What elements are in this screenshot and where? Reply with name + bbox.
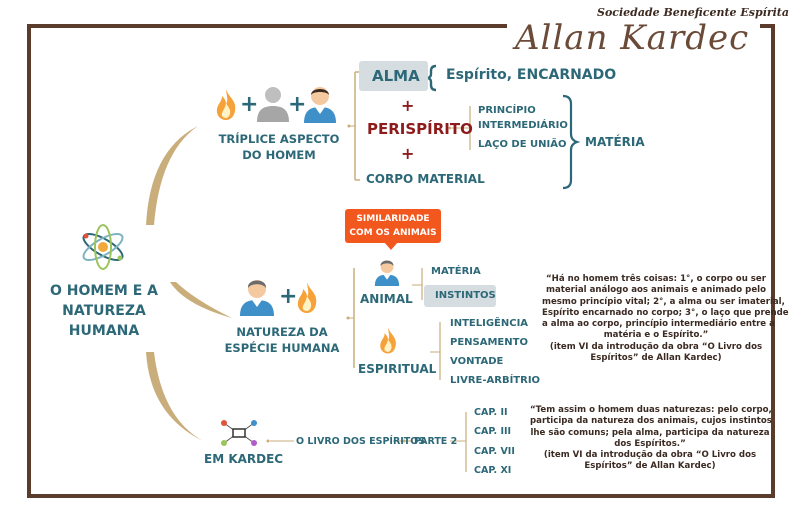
cap-ii: CAP. II bbox=[474, 407, 508, 418]
plus-sign-2: + bbox=[288, 92, 307, 117]
quote-duas-naturezas: “Tem assim o homem duas naturezas: pelo … bbox=[530, 405, 772, 472]
alma-box bbox=[359, 61, 428, 91]
espiritual-item-pensamento: PENSAMENTO bbox=[450, 337, 528, 348]
animal-label: ANIMAL bbox=[360, 292, 413, 306]
instintos-box bbox=[424, 285, 496, 307]
cap-iii: CAP. III bbox=[474, 426, 512, 437]
quote-tres-coisas: “Há no homem três coisas: 1°, o corpo ou… bbox=[542, 274, 789, 364]
person-grey-icon bbox=[257, 87, 289, 122]
similaridade-callout bbox=[345, 209, 441, 243]
livro-label: O LIVRO DOS ESPÍRITOS bbox=[296, 436, 426, 447]
espiritual-item-vontade: VONTADE bbox=[450, 356, 504, 367]
alma-description: Espírito, ENCARNADO bbox=[446, 67, 617, 83]
materia-label: MATÉRIA bbox=[585, 135, 645, 149]
corpo-label: CORPO MATERIAL bbox=[366, 172, 485, 186]
cap-vii: CAP. VII bbox=[474, 446, 515, 457]
plus-sign: + bbox=[240, 92, 259, 117]
brand-logo-text: Allan Kardec bbox=[515, 18, 750, 58]
animal-item-instintos: INSTINTOS bbox=[435, 290, 496, 301]
flame-icon-3 bbox=[380, 327, 396, 354]
animal-item-materia: MATÉRIA bbox=[431, 266, 481, 277]
person-icon bbox=[304, 87, 336, 123]
frame-top-border-right bbox=[760, 24, 775, 28]
brand-subtitle: Sociedade Beneficente Espírita bbox=[597, 6, 790, 19]
espiritual-item-livre-arbitrio: LIVRE-ARBÍTRIO bbox=[450, 375, 541, 386]
espiritual-item-inteligencia: INTELIGÊNCIA bbox=[450, 318, 529, 329]
person-small-icon bbox=[374, 260, 400, 286]
flame-icon bbox=[216, 89, 236, 120]
plus-sign-5: + bbox=[279, 284, 298, 309]
perispirito-label: PERISPÍRITO bbox=[367, 120, 473, 138]
network-icon bbox=[221, 420, 257, 446]
flame-icon-2 bbox=[297, 282, 317, 313]
frame-border bbox=[27, 24, 775, 498]
frame-top-border bbox=[27, 24, 507, 28]
cap-xi: CAP. XI bbox=[474, 465, 512, 476]
plus-sign-3: + bbox=[401, 96, 415, 115]
kardec-title: EM KARDEC bbox=[204, 452, 284, 466]
person-hair-icon bbox=[240, 280, 274, 316]
plus-sign-4: + bbox=[401, 144, 415, 163]
parte-label: PARTE 2 bbox=[414, 436, 458, 447]
callout-pointer bbox=[384, 242, 398, 250]
alma-label: ALMA bbox=[372, 67, 420, 85]
atom-icon bbox=[82, 224, 124, 270]
laco-label: LAÇO DE UNIÃO bbox=[478, 139, 567, 150]
espiritual-label: ESPIRITUAL bbox=[358, 362, 437, 376]
